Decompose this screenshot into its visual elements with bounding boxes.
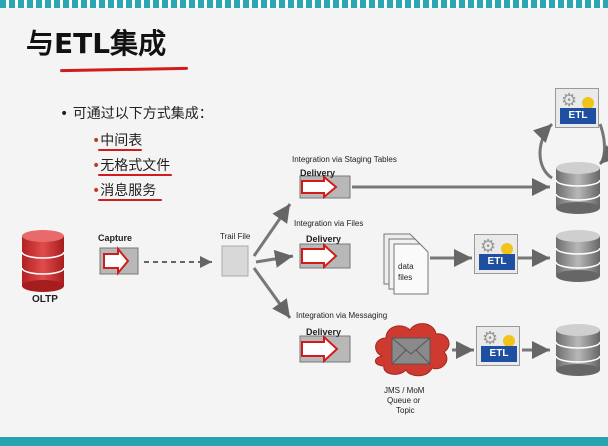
capture-label: Capture xyxy=(98,233,133,243)
delivery-label-files: Delivery xyxy=(306,234,342,244)
spark-icon xyxy=(503,335,515,347)
branch-arrow-messaging xyxy=(252,267,292,319)
spark-icon xyxy=(501,243,513,255)
intro-text: • 可通过以下方式集成： xyxy=(60,106,213,122)
gear-icon: ⚙ xyxy=(561,90,578,110)
queue-label-line2: Queue or xyxy=(387,396,421,405)
top-decoration-bar xyxy=(0,0,608,8)
delivery-label-messaging: Delivery xyxy=(306,327,342,337)
delivery-staging-arrow-icon xyxy=(299,174,351,200)
bullet-messaging: •消息服务 xyxy=(92,183,157,199)
data-files-label-line1: data xyxy=(398,262,414,271)
intro-label: 可通过以下方式集成： xyxy=(72,106,213,122)
data-files-label-line2: files xyxy=(398,273,413,282)
bullet-label: 中间表 xyxy=(100,133,143,149)
bullet-underline xyxy=(98,149,142,151)
bullet-label: 无格式文件 xyxy=(100,158,171,174)
envelope-icon xyxy=(391,337,431,365)
target-database-messaging-icon xyxy=(555,324,601,376)
data-files-icon xyxy=(383,233,429,295)
route-title-staging: Integration via Staging Tables xyxy=(292,155,397,164)
trail-file-label: Trail File xyxy=(220,232,251,241)
capture-arrow-icon xyxy=(99,246,139,276)
loop-arrow-left xyxy=(532,122,554,180)
oltp-database-icon xyxy=(21,230,65,292)
delivery-messaging-arrow-icon xyxy=(299,334,351,364)
route-title-messaging: Integration via Messaging xyxy=(296,311,388,320)
bottom-decoration-bar xyxy=(0,437,608,446)
target-database-staging-icon xyxy=(555,162,601,214)
gear-icon: ⚙ xyxy=(480,236,497,256)
trail-file-icon xyxy=(221,245,249,277)
loop-arrow-right xyxy=(598,123,608,166)
etl-tool-icon-staging: ⚙ ETL xyxy=(555,88,599,128)
queue-label-line1: JMS / MoM xyxy=(384,386,425,395)
etl-tool-icon-messaging: ⚙ ETL xyxy=(476,326,520,366)
delivery-label-staging: Delivery xyxy=(300,168,336,178)
etl-tool-icon-files: ⚙ ETL xyxy=(474,234,518,274)
oltp-label: OLTP xyxy=(32,294,58,305)
etl-label: ETL xyxy=(479,254,515,270)
target-database-files-icon xyxy=(555,230,601,282)
spark-icon xyxy=(582,97,594,109)
branch-arrow-files xyxy=(255,249,294,268)
delivery-files-arrow-icon xyxy=(299,242,351,270)
queue-label-line3: Topic xyxy=(396,406,415,415)
bullet-flat-files: •无格式文件 xyxy=(92,158,171,174)
etl-label: ETL xyxy=(560,108,596,124)
route-title-files: Integration via Files xyxy=(294,219,364,228)
bullet-underline xyxy=(98,199,162,201)
branch-arrow-staging xyxy=(252,203,292,257)
gear-icon: ⚙ xyxy=(482,328,499,348)
slide-title: 与ETL集成 xyxy=(26,27,167,60)
bullet-underline xyxy=(98,174,172,176)
etl-label: ETL xyxy=(481,346,517,362)
bullet-staging-tables: •中间表 xyxy=(92,133,143,149)
bullet-label: 消息服务 xyxy=(100,183,157,199)
